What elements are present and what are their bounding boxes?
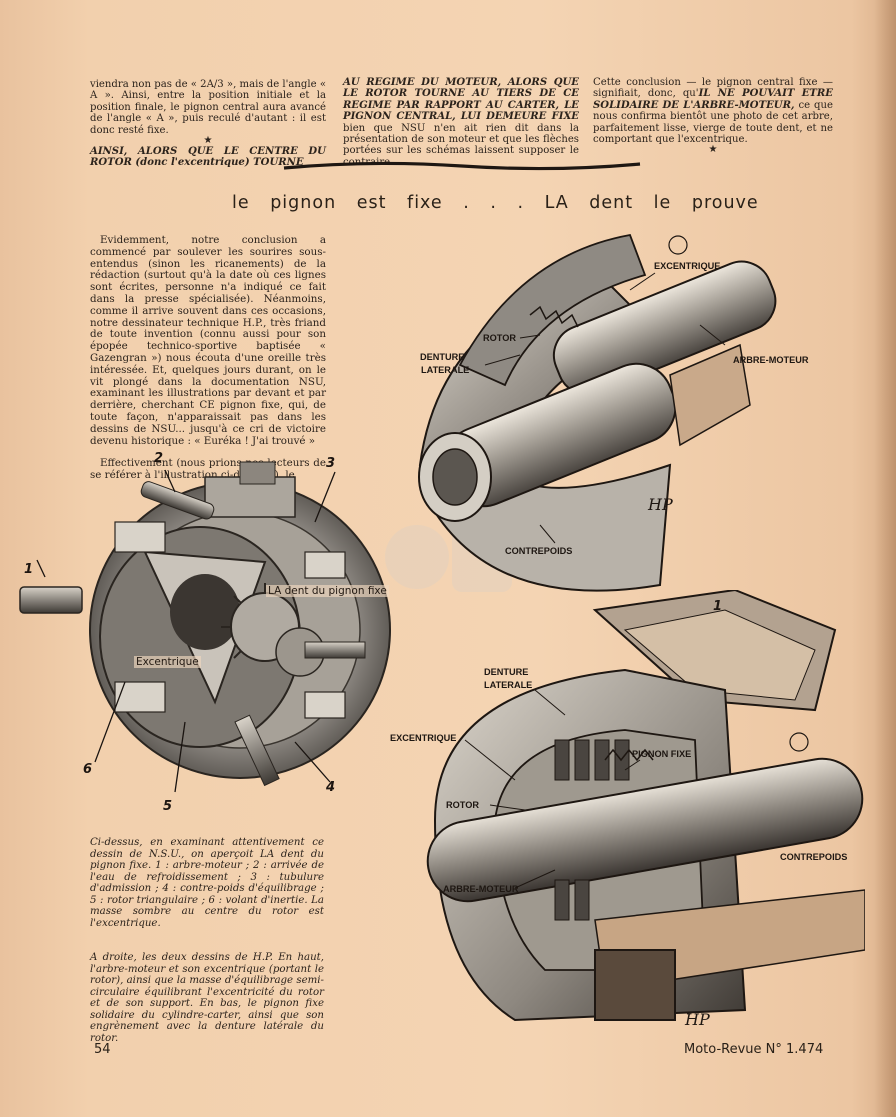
signature-hp: HP (647, 495, 673, 514)
nsu-engine-drawing (19, 461, 391, 793)
signature-hp-bottom: HP (684, 1010, 710, 1029)
label-excentrique-bottom: EXCENTRIQUE (390, 733, 457, 743)
label-denture-bottom: DENTURE (484, 667, 529, 677)
label-contrepoids-bottom: CONTREPOIDS (780, 852, 848, 862)
label-rotor-bottom: ROTOR (446, 800, 480, 810)
col3-text-rest: ce que nous confirma bientôt une photo d… (593, 99, 833, 146)
page-edge-shadow (874, 0, 896, 1117)
page-number: 54 (94, 1042, 111, 1057)
left-paragraph-2: Effectivement (nous prions nos lecteurs … (90, 457, 326, 482)
eccentric-label: Excentrique (134, 656, 201, 668)
callout-5: 5 (163, 799, 173, 814)
top-column-2: AU REGIME DU MOTEUR, ALORS QUE LE ROTOR … (343, 77, 579, 168)
label-excentrique-top: EXCENTRIQUE (654, 261, 721, 271)
headline: le pignon est fixe . . . LA dent le prou… (232, 193, 759, 213)
label-denture-top: DENTURE (420, 352, 465, 362)
left-paragraph-1: Evidemment, notre conclusion a commencé … (90, 234, 326, 447)
top-column-1: viendra non pas de « 2A/3 », mais de l'a… (90, 79, 326, 169)
top-column-3: Cette conclusion — le pignon central fix… (593, 77, 833, 155)
label-pignon-fixe: PIGNON FIXE (632, 749, 692, 759)
pignon-fixe-cutaway-drawing: HP 1 (426, 590, 865, 1029)
callout-1: 1 (24, 562, 34, 577)
caption-nsu-drawing: Ci-dessus, en examinant attentivement ce… (90, 837, 324, 929)
label-laterale-bottom: LATERALE (484, 680, 533, 690)
col3-text-start: Cette conclusion — le pignon central fix… (593, 77, 833, 100)
col1-paragraph-2: AINSI, ALORS QUE LE CENTRE DU ROTOR (don… (90, 146, 326, 169)
star-separator: ★ (203, 135, 213, 147)
callout-3: 3 (326, 456, 336, 471)
label-laterale-top: LATERALE (421, 365, 470, 375)
label-contrepoids-top: CONTREPOIDS (505, 546, 573, 556)
label-rotor-top: ROTOR (483, 333, 517, 343)
magazine-footer: Moto-Revue N° 1.474 (684, 1042, 824, 1057)
callout-6: 6 (83, 762, 93, 777)
arbre-moteur-cutaway-drawing: HP (418, 233, 777, 592)
label-arbre-moteur-top: ARBRE-MOTEUR (733, 355, 809, 365)
callout-2: 2 (154, 451, 164, 466)
callout-1-bottom: 1 (713, 599, 722, 614)
star-separator: ★ (708, 144, 718, 156)
label-arbre-moteur-bottom: ARBRE-MOTEUR (443, 884, 519, 894)
col2-bold-text: AU REGIME DU MOTEUR, ALORS QUE LE ROTOR … (343, 77, 579, 123)
callout-4: 4 (326, 780, 336, 795)
col1-paragraph: viendra non pas de « 2A/3 », mais de l'a… (90, 79, 326, 136)
left-body-text: Evidemment, notre conclusion a commencé … (90, 234, 326, 482)
decorative-rule (283, 161, 641, 171)
caption-hp-drawings: A droite, les deux dessins de H.P. En ha… (90, 952, 324, 1044)
col3-bold-text: IL NE POUVAIT ETRE SOLIDAIRE DE L'ARBRE-… (593, 88, 833, 111)
tooth-label: LA dent du pignon fixe (266, 585, 389, 597)
